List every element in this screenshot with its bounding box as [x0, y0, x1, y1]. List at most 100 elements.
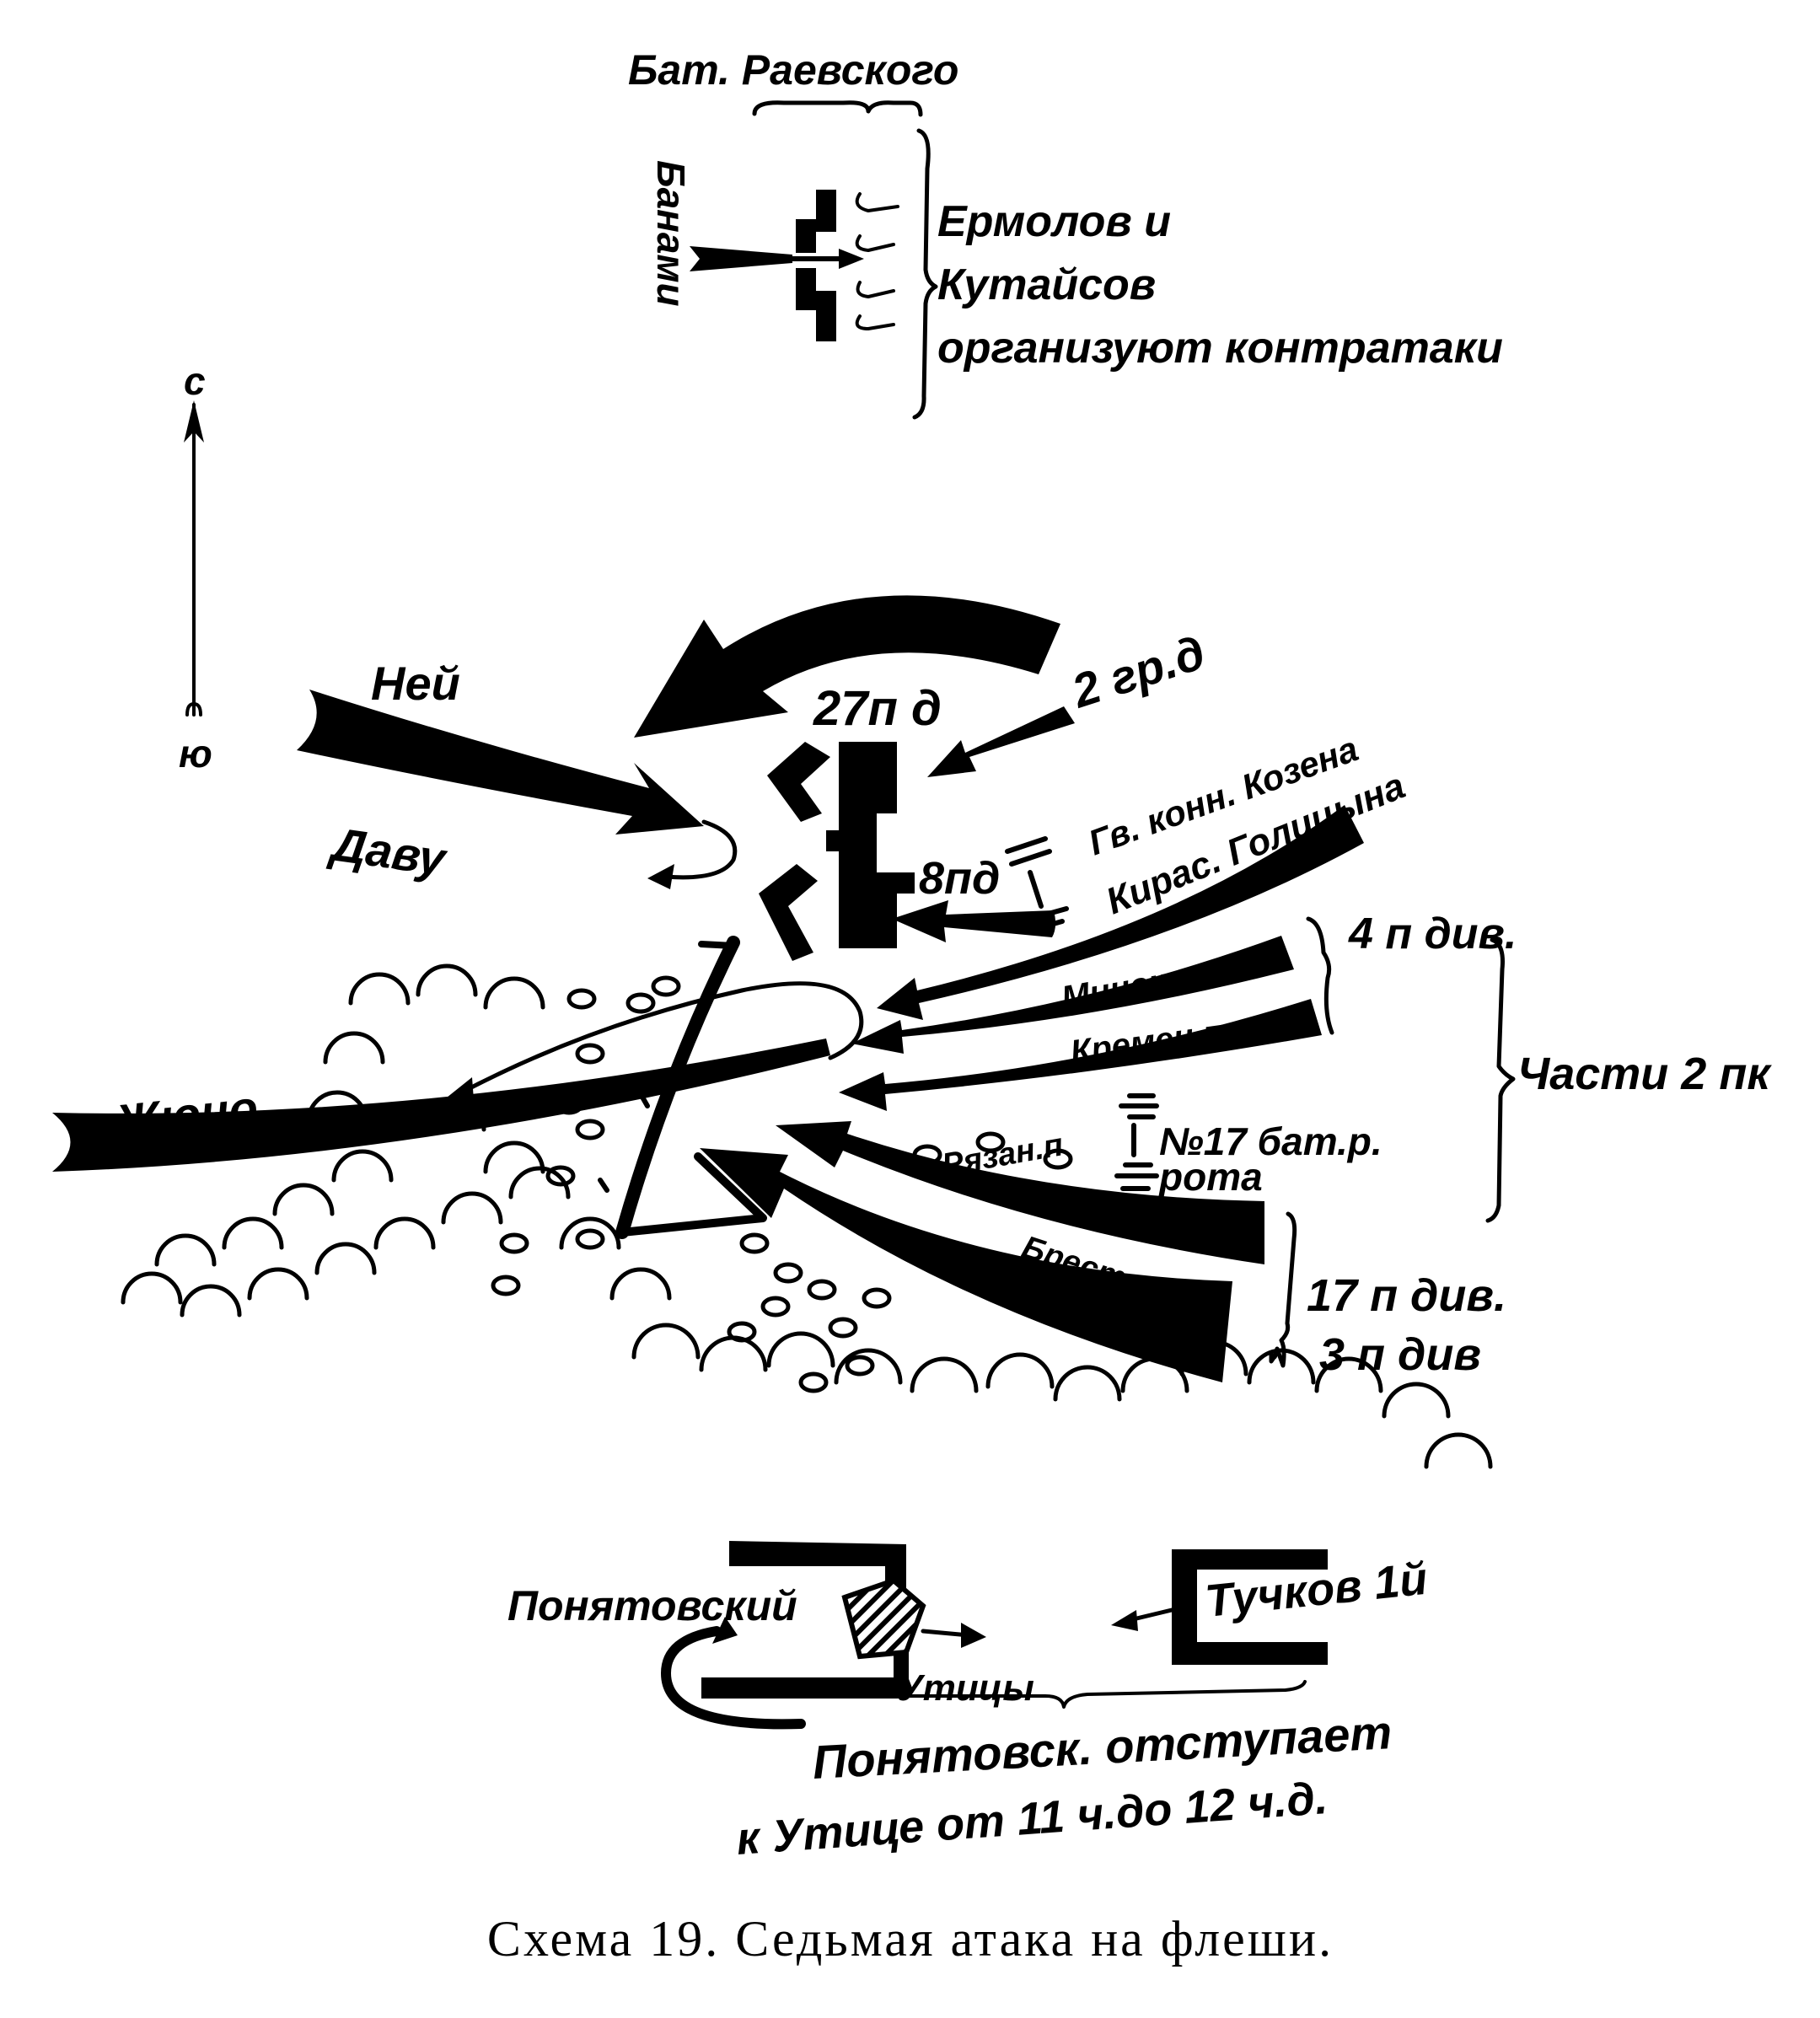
- minsk-arrow: [851, 936, 1294, 1054]
- forest-scallop: [306, 1090, 368, 1124]
- div27-position: [759, 742, 915, 961]
- north-arrow: с ю: [179, 359, 212, 776]
- shrub: [575, 1043, 605, 1065]
- corps2-brace: [1485, 937, 1516, 1223]
- raevsky-brace: [752, 100, 923, 117]
- ermolov-label-3: организуют контратаки: [937, 324, 1503, 373]
- div3-label: 3 п див: [1319, 1329, 1481, 1380]
- fleches: [598, 936, 767, 1239]
- forest-scallop: [1382, 1382, 1451, 1419]
- cavalry-symbol: [1005, 836, 1069, 934]
- div27-label: 27п д: [813, 681, 942, 736]
- shrub: [862, 1287, 892, 1309]
- battery-label-2: рота: [1157, 1155, 1263, 1199]
- shrub: [912, 1144, 942, 1166]
- forest-scallop: [247, 1267, 309, 1301]
- forest-scallop: [834, 1348, 903, 1385]
- gren2-arrow: [927, 706, 1075, 777]
- forest-scallop: [699, 1335, 768, 1372]
- forest-scallop: [1247, 1348, 1316, 1385]
- shrub: [975, 1131, 1006, 1153]
- div8-arrow: [892, 900, 1056, 942]
- shrub: [575, 1228, 605, 1250]
- shrub: [798, 1371, 829, 1393]
- ney-label: Ней: [371, 657, 460, 710]
- forest-scallop: [483, 1140, 545, 1174]
- shrub: [554, 1093, 584, 1115]
- forest-scallop: [483, 976, 545, 1010]
- ermolov-label-2: Кутайсов: [937, 260, 1156, 309]
- forest-scallop: [766, 1331, 835, 1368]
- utitsy-label: Утицы: [898, 1667, 1034, 1709]
- div17-label: 17 п див.: [1307, 1270, 1506, 1321]
- raevsky-label: Бат. Раевского: [628, 46, 958, 94]
- forest-scallop: [154, 1233, 217, 1267]
- battery-label-1: №17 бат.р.: [1159, 1119, 1382, 1163]
- forest-scallop: [1314, 1356, 1383, 1393]
- shrub: [651, 975, 681, 997]
- shrub: [828, 1317, 858, 1339]
- forest-scallop: [910, 1356, 979, 1393]
- forest-scallop: [314, 1242, 377, 1275]
- forest-scallop: [631, 1323, 701, 1360]
- forest-scallop: [348, 972, 411, 1006]
- shrub: [1043, 1148, 1073, 1170]
- shrubs: [491, 975, 1073, 1393]
- forest-scallop: [424, 1098, 486, 1132]
- shrub: [545, 1165, 576, 1187]
- utitsy-position: [661, 1541, 986, 1730]
- forest-scallop: [985, 1352, 1055, 1389]
- banami-label: Банами: [649, 160, 693, 307]
- forest-scallop: [416, 963, 478, 997]
- ermolov-label-1: Ермолов и: [937, 197, 1171, 246]
- north-label: с: [184, 359, 206, 403]
- div4-brace: [1306, 916, 1334, 1035]
- shrub: [727, 1321, 757, 1343]
- forest-scallop: [1053, 1365, 1122, 1402]
- poniatowski-label: Понятовский: [507, 1582, 797, 1629]
- ermolov-brace: [912, 128, 938, 420]
- forest-scallop: [272, 1183, 335, 1216]
- div4-label: 4 п див.: [1348, 910, 1517, 958]
- brest-arrow: [700, 1148, 1232, 1382]
- gren2-label: 2 гр.д: [1065, 625, 1211, 718]
- forest-scallop: [331, 1149, 394, 1183]
- tuchkov-position: [1111, 1549, 1328, 1665]
- corps2-label: Части 2 пк: [1517, 1049, 1772, 1099]
- retreat-brace: [850, 1680, 1307, 1709]
- ney-davout-arrow: [297, 690, 704, 835]
- div8-label: 8пд: [919, 853, 1000, 904]
- forest-scallop: [1179, 1339, 1248, 1377]
- forest: [121, 963, 1493, 1469]
- ryazan-arrow: [776, 1121, 1264, 1264]
- forest-scallop: [180, 1284, 242, 1318]
- forest-scallop: [373, 1216, 436, 1250]
- shrub: [575, 1119, 605, 1140]
- shrub: [760, 1296, 791, 1318]
- forest-scallop: [609, 1267, 672, 1301]
- forest-scallop: [323, 1031, 385, 1065]
- kremen-arrow: [839, 999, 1322, 1111]
- forest-scallop: [121, 1271, 183, 1305]
- forest-scallop: [1120, 1356, 1189, 1393]
- shrub: [773, 1262, 803, 1284]
- utitsy-village: [841, 1577, 926, 1660]
- shrub: [625, 992, 656, 1014]
- forest-scallop: [1424, 1432, 1493, 1469]
- cuirassier-arrow: [877, 805, 1364, 1020]
- shrub: [566, 988, 597, 1010]
- forest-scallop: [559, 1216, 621, 1250]
- ney-return-arrow: [663, 819, 738, 880]
- shrub: [739, 1232, 770, 1254]
- curved-counterattack-arrow: [634, 595, 1060, 738]
- shrub: [491, 1275, 521, 1296]
- attack-arrow-banami: [690, 246, 792, 271]
- raevsky-position: [690, 190, 899, 341]
- div17-brace: [1269, 1211, 1297, 1368]
- minsk-label: Минск.п: [1059, 958, 1198, 1017]
- davout-label: Даву: [325, 817, 451, 886]
- shrub: [845, 1355, 875, 1377]
- south-label: ю: [179, 732, 212, 776]
